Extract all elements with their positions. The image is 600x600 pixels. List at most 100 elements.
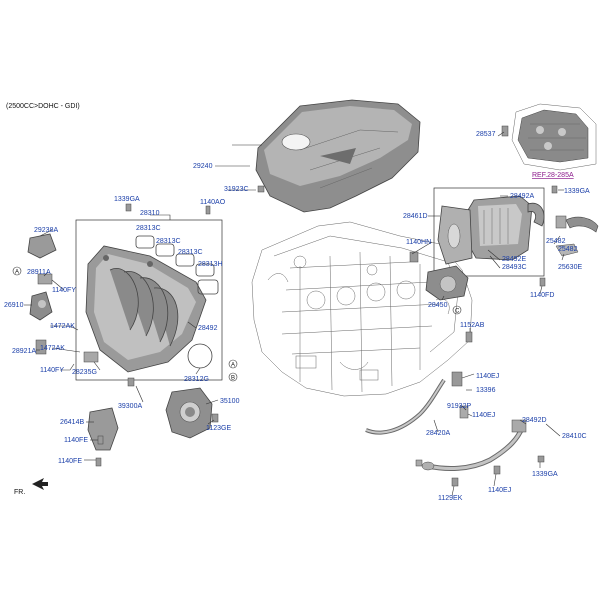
marker-c: C [452, 305, 462, 315]
callout-25482-b: 25482 [558, 246, 578, 253]
callout-28492e: 28492E [502, 256, 526, 263]
callout-26910: 26910 [4, 302, 24, 309]
egr-pipe-28420a[interactable] [365, 371, 469, 435]
callout-1123ge: 1123GE [206, 425, 231, 432]
bolt-1123ge[interactable] [211, 413, 219, 423]
callout-29240: 29240 [193, 163, 213, 170]
callout-28420a: 28420A [426, 430, 450, 437]
callout-1140fe-a: 1140FE [64, 437, 88, 444]
clamp-1129ek-a[interactable] [415, 459, 423, 467]
gasket-28312g[interactable] [187, 343, 213, 369]
solenoid-26910[interactable] [29, 291, 53, 321]
egr-valve-28450[interactable] [409, 251, 469, 301]
bracket-26414b[interactable] [87, 407, 119, 451]
callout-28493c: 28493C [502, 264, 527, 271]
callout-1129ek: 1129EK [438, 495, 463, 502]
callout-28312g: 28312G [184, 376, 209, 383]
callout-13396: 13396 [476, 387, 496, 394]
grommet-31923c[interactable] [257, 185, 265, 193]
bolt-1140fe-a[interactable] [97, 435, 104, 445]
front-label: FR. [14, 489, 25, 496]
bracket-28235g[interactable] [83, 351, 99, 363]
callout-1472ak-b: 1472AK [40, 345, 65, 352]
gaskets-28313c[interactable] [135, 235, 219, 295]
callout-1140fy-b: 1140FY [40, 367, 64, 374]
callout-28313c-a: 28313C [136, 225, 161, 232]
callout-28313c-c: 28313C [178, 249, 203, 256]
hose-25482[interactable] [555, 215, 599, 233]
exhaust-manifold-reference [511, 103, 597, 171]
intake-manifold[interactable] [85, 245, 207, 373]
bolt-28537[interactable] [501, 125, 509, 137]
marker-a-right: A [228, 359, 238, 369]
sensor-29238a[interactable] [27, 233, 57, 259]
bolt-1339ga-left[interactable] [125, 203, 132, 212]
callout-28310: 28310 [140, 210, 160, 217]
callout-39300a: 39300A [118, 403, 142, 410]
egr-pipe-28410c[interactable] [421, 419, 527, 471]
intake-assembly-frame [75, 219, 223, 381]
marker-b: B [228, 372, 238, 382]
throttle-body-35100[interactable] [165, 387, 213, 439]
callout-28313c-b: 28313C [156, 238, 181, 245]
front-direction-marker [32, 478, 48, 490]
callout-28492-left: 28492 [198, 325, 218, 332]
bolt-1152ab[interactable] [465, 331, 473, 343]
engine-block [251, 221, 473, 397]
callout-1140ao: 1140AO [200, 199, 226, 206]
callout-1339ga-bottom-right: 1339GA [532, 471, 558, 478]
svg-text:A: A [15, 270, 19, 276]
egr-cooler[interactable] [437, 195, 545, 265]
callout-26414b: 26414B [60, 419, 84, 426]
callout-ref-28-285a[interactable]: REF.28-285A [532, 172, 574, 179]
bolt-1140fe-b[interactable] [95, 457, 102, 467]
bolt-39300a[interactable] [127, 377, 135, 387]
callout-25482-a: 25482 [546, 238, 566, 245]
callout-1140fd: 1140FD [530, 292, 554, 299]
callout-28911a: 28911A [27, 269, 51, 276]
bolt-1140fd[interactable] [539, 277, 546, 287]
callout-1140fy-a: 1140FY [52, 287, 76, 294]
callout-28461d: 28461D [403, 213, 428, 220]
bolt-1339ga-br[interactable] [537, 455, 545, 463]
bolt-1140ao[interactable] [205, 205, 211, 215]
callout-1140ej-b: 1140EJ [472, 412, 495, 419]
callout-1152ab: 1152AB [460, 322, 485, 329]
callout-28410c: 28410C [562, 433, 587, 440]
bolt-1129ek[interactable] [451, 477, 459, 487]
callout-28492d: 28492D [522, 417, 547, 424]
callout-28313h: 28313H [198, 261, 223, 268]
svg-text:C: C [455, 309, 460, 315]
bolt-1140ej-c[interactable] [493, 465, 501, 475]
callout-29238a: 29238A [34, 227, 58, 234]
leader-lines [24, 131, 565, 497]
callout-28235g: 28235G [72, 369, 97, 376]
callout-1140ej-c: 1140EJ [488, 487, 511, 494]
callout-31923c: 31923C [224, 186, 249, 193]
egr-assembly-frame [433, 187, 545, 277]
callout-28450: 28450 [428, 302, 448, 309]
engine-spec-title: (2500CC>DOHC - GDI) [6, 103, 80, 110]
callout-labels: 28537 REF.28-285A 1339GA 29240 31923C 11… [4, 131, 590, 502]
valve-28911a[interactable] [37, 273, 53, 285]
sensor-28921a[interactable] [35, 339, 47, 355]
callout-1140ej-a: 1140EJ [476, 373, 499, 380]
svg-text:B: B [231, 376, 235, 382]
callout-91932p: 91932P [447, 403, 471, 410]
svg-text:A: A [231, 363, 235, 369]
marker-a-left: A [12, 266, 22, 276]
callout-35100: 35100 [220, 398, 240, 405]
bolt-1339ga-top[interactable] [551, 185, 558, 194]
callout-1339ga-top: 1339GA [564, 188, 590, 195]
engine-cover[interactable] [255, 99, 421, 213]
callout-28492a: 28492A [510, 193, 534, 200]
callout-1339ga-left: 1339GA [114, 196, 140, 203]
callout-1140fe-b: 1140FE [58, 458, 82, 465]
callout-28921a: 28921A [12, 348, 36, 355]
pipe-25630e[interactable] [555, 243, 579, 257]
callout-1472ak-a: 1472AK [50, 323, 75, 330]
callout-1140hn: 1140HN [406, 239, 431, 246]
callout-28537: 28537 [476, 131, 496, 138]
